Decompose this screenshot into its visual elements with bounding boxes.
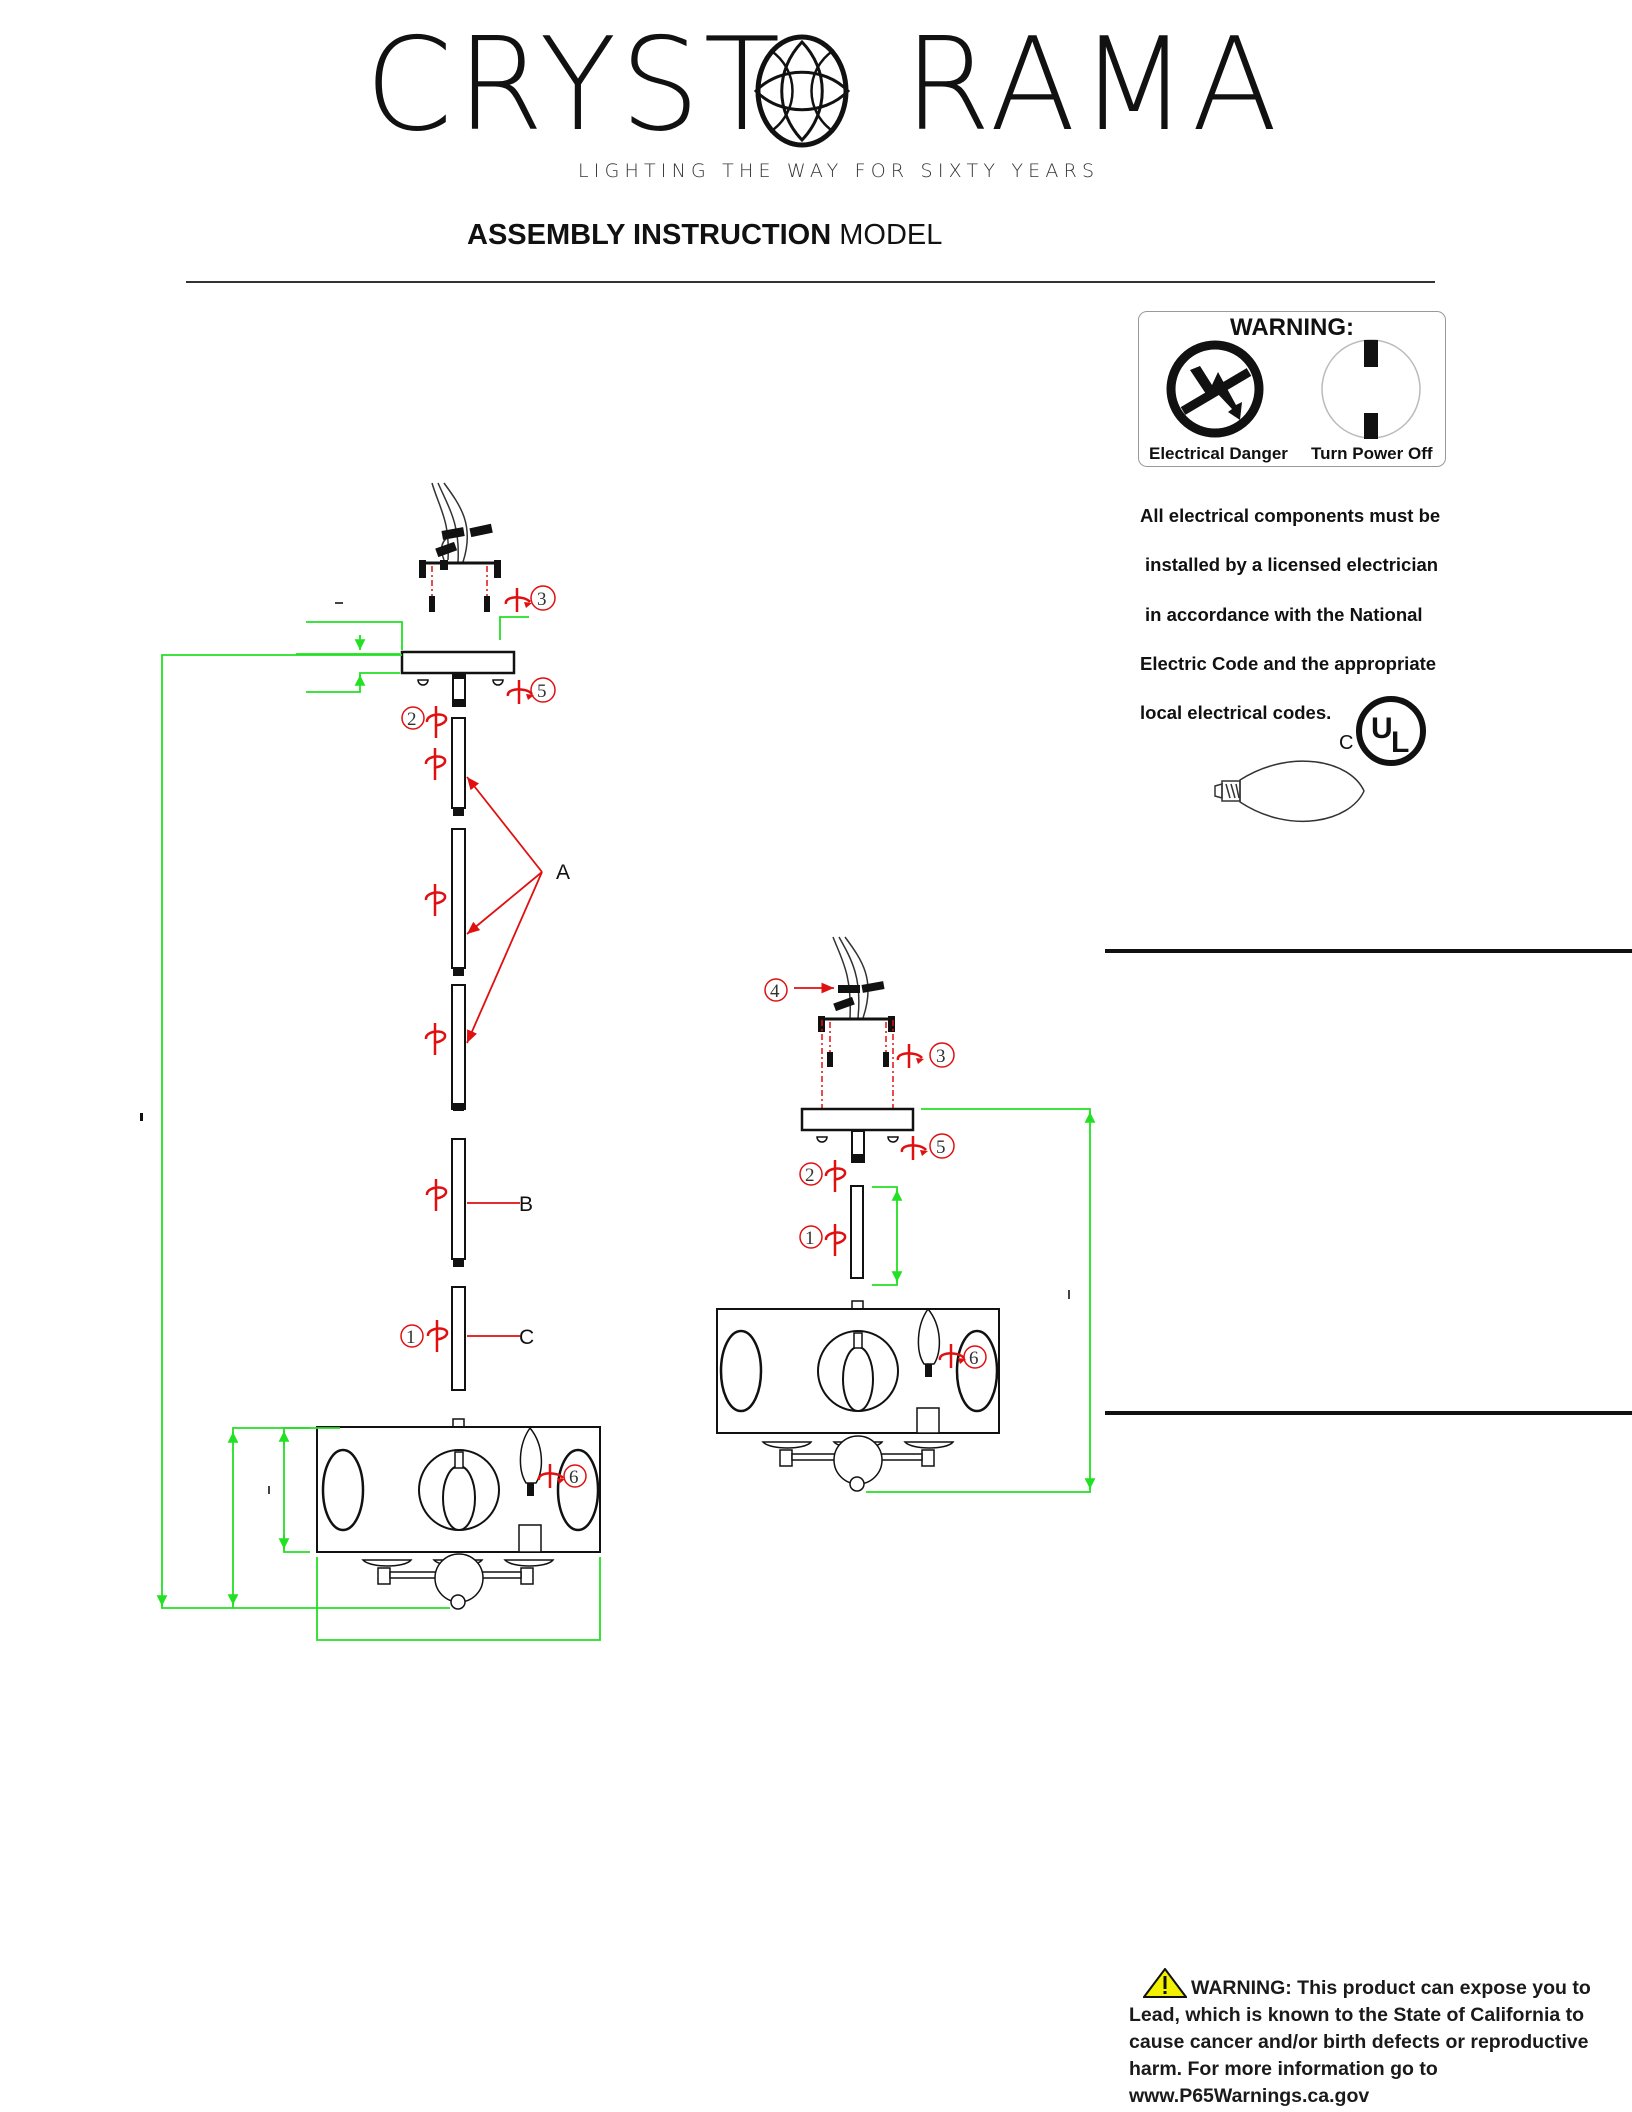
part-label-a: A (556, 861, 570, 884)
step-6-label: 6 (569, 1467, 579, 1488)
electrical-notice-line: in accordance with the National (1145, 604, 1423, 625)
svg-text:L: L (1391, 726, 1409, 759)
brand-logo-text-right: RAMA (903, 11, 1282, 160)
section-divider (1105, 1411, 1632, 1415)
part-label-b: B (519, 1193, 533, 1216)
section-divider (1105, 949, 1632, 953)
step-2-label: 2 (407, 709, 417, 730)
warning-panel (1138, 311, 1446, 467)
brand-logo-text-left: CRYST (365, 11, 785, 160)
ul-c-prefix: C (1339, 732, 1353, 754)
brand-tagline: LIGHTING THE WAY FOR SIXTY YEARS (578, 160, 1100, 182)
page-title: ASSEMBLY INSTRUCTION MODEL (467, 219, 942, 252)
electrical-danger-caption: Electrical Danger (1149, 444, 1288, 463)
power-off-icon (1321, 339, 1421, 439)
right-assembly-diagram: 4 3 5 2 1 6 (716, 936, 1096, 1493)
ul-certification-icon: C U L (1339, 696, 1426, 766)
electrical-danger-icon (1166, 340, 1264, 438)
turn-power-off-caption: Turn Power Off (1311, 444, 1433, 463)
step-5-label: 5 (537, 681, 547, 702)
step-4-label: 4 (770, 981, 780, 1002)
prop65-warning: WARNING: This product can expose you to … (1129, 1968, 1629, 2110)
step-5-label: 5 (936, 1137, 946, 1158)
electrical-notice-line: installed by a licensed electrician (1145, 554, 1439, 575)
warning-triangle-icon (1143, 1968, 1187, 1998)
warning-title: WARNING: (1230, 314, 1354, 341)
step-2-label: 2 (805, 1165, 815, 1186)
step-3-label: 3 (537, 589, 547, 610)
svg-text:U: U (1371, 712, 1393, 745)
step-1-label: 1 (406, 1327, 416, 1348)
step-3-label: 3 (936, 1046, 946, 1067)
electrical-notice-line: local electrical codes. (1140, 702, 1332, 723)
part-label-c: C (519, 1326, 534, 1349)
step-1-label: 1 (805, 1228, 815, 1249)
left-assembly-diagram: 3 5 2 A B 1 C (140, 482, 601, 1641)
step-6-label: 6 (969, 1348, 979, 1369)
electrical-notice-line: Electric Code and the appropriate (1140, 653, 1437, 674)
prop65-text: WARNING: This product can expose you to … (1129, 1977, 1591, 2107)
candelabra-bulb-icon (1214, 760, 1365, 823)
page-title-bold: ASSEMBLY INSTRUCTION (467, 219, 832, 251)
logo-emblem-icon (753, 34, 851, 148)
page-title-model: MODEL (839, 219, 943, 251)
electrical-notice-line: All electrical components must be (1140, 505, 1441, 526)
header-divider (186, 281, 1435, 283)
